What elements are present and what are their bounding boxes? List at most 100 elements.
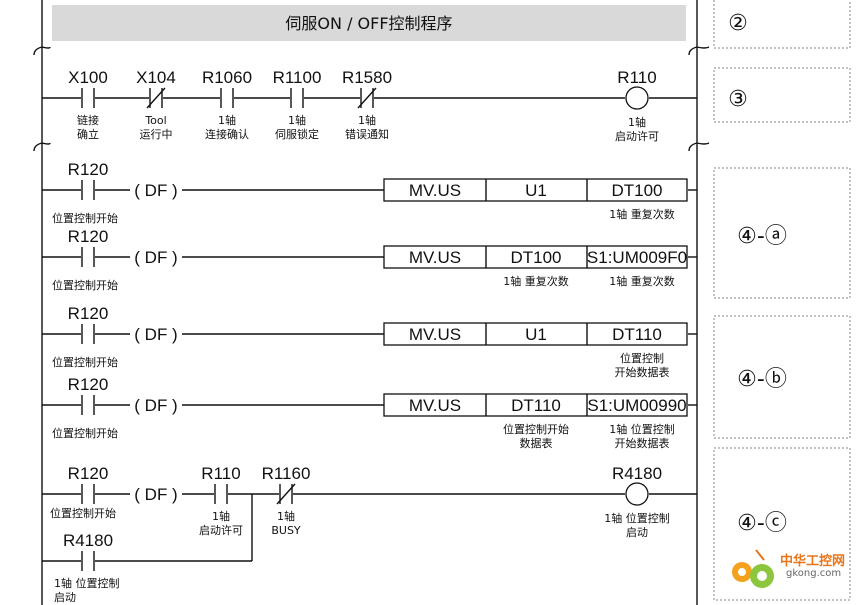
instruction-dst: S1:UM009F0: [587, 248, 687, 267]
df-bg: [130, 249, 182, 265]
contact-address: R120: [68, 375, 109, 394]
df-bg: [130, 182, 182, 198]
contact-comment: 启动: [54, 591, 76, 604]
coil-comment: 启动许可: [615, 130, 659, 143]
wire-gap: [290, 96, 304, 100]
instruction-dst: S1:UM00990: [587, 396, 686, 415]
contact-comment: 位置控制开始: [52, 426, 118, 440]
title-bar: [52, 5, 686, 41]
df-instruction: ( DF ): [134, 485, 177, 504]
contact-comment: 错误通知: [345, 127, 389, 141]
contact-comment: 确立: [77, 127, 99, 141]
contact-comment: 位置控制开始: [52, 355, 118, 369]
dst-comment: 1轴 位置控制: [609, 422, 675, 436]
contact-address: R110: [201, 464, 240, 483]
instruction-box: [383, 245, 688, 269]
step-box-4b: [713, 315, 851, 439]
contact-address: R1100: [273, 68, 322, 87]
rail-break-mark: [33, 46, 51, 56]
wire-gap: [81, 332, 95, 336]
src-comment: 数据表: [520, 436, 553, 450]
step-label-4b: ④-ⓑ: [737, 367, 787, 392]
dst-comment: 位置控制: [620, 351, 664, 365]
contact-address: R120: [68, 227, 109, 246]
contact-comment: 连接确认: [205, 128, 249, 141]
dst-comment: 1轴 重复次数: [609, 274, 675, 288]
df-instruction: ( DF ): [134, 248, 177, 267]
contact-address: R120: [68, 464, 109, 483]
dst-comment: 1轴 重复次数: [609, 207, 675, 221]
contact-comment: 1轴 位置控制: [54, 576, 120, 590]
df-bg: [130, 486, 182, 502]
rail-break-mark: [688, 142, 710, 152]
instruction-box: [383, 322, 688, 346]
coil-address: R110: [617, 68, 656, 87]
instruction-op: MV.US: [409, 325, 461, 344]
watermark-en: gkong.com: [786, 568, 842, 579]
df-bg: [130, 397, 182, 413]
contact-comment: 位置控制开始: [52, 278, 118, 292]
src-comment: 位置控制开始: [503, 422, 569, 436]
step-label-4c: ④-ⓒ: [737, 511, 787, 536]
df-bg: [130, 326, 182, 342]
contact-address: R120: [68, 304, 109, 323]
gear-logo-icon: [732, 549, 774, 588]
watermark-cn: 中华工控网: [780, 554, 846, 569]
coil-comment: 1轴 位置控制: [604, 511, 670, 525]
contact-comment: 位置控制开始: [52, 211, 118, 225]
contact-comment: 伺服锁定: [275, 127, 319, 141]
wire-gap: [81, 559, 95, 563]
contact-comment: BUSY: [271, 524, 301, 537]
contact-address: X100: [68, 68, 108, 87]
wire-gap: [81, 188, 95, 192]
contact-comment: 启动许可: [199, 524, 243, 537]
watermark: 中华工控网 gkong.com: [726, 546, 856, 598]
step-label-3: ③: [728, 87, 748, 112]
instruction-box: [383, 393, 688, 417]
instruction-op: MV.US: [409, 396, 461, 415]
step-box-2: [713, 0, 851, 49]
dst-comment: 开始数据表: [615, 365, 670, 379]
src-comment: 1轴 重复次数: [503, 274, 569, 288]
wire-gap: [81, 255, 95, 259]
contact-nc-slash: [146, 87, 166, 109]
contact-address: X104: [136, 68, 176, 87]
df-instruction: ( DF ): [134, 181, 177, 200]
instruction-box: [383, 178, 688, 202]
coil-comment: 启动: [626, 526, 648, 539]
contact-comment: 1轴: [212, 509, 230, 523]
contact-address: R1580: [342, 68, 392, 87]
contact-address: R1160: [262, 464, 311, 483]
coil: [625, 86, 649, 110]
df-instruction: ( DF ): [134, 325, 177, 344]
contact-nc-slash: [276, 483, 296, 505]
wire-gap: [81, 96, 95, 100]
program-title: 伺服ON / OFF控制程序: [285, 14, 452, 33]
coil-comment: 1轴: [628, 115, 646, 129]
coil-address: R4180: [612, 464, 662, 483]
step-label-2: ②: [728, 11, 748, 36]
dst-comment: 开始数据表: [615, 436, 670, 450]
contact-comment: 位置控制开始: [50, 506, 116, 520]
instruction-dst: DT110: [612, 325, 662, 344]
instruction-op: MV.US: [409, 248, 461, 267]
step-label-4a: ④-ⓐ: [737, 224, 787, 249]
contact-address: R120: [68, 160, 109, 179]
wire-gap: [214, 492, 228, 496]
contact-comment: 链接: [77, 113, 99, 127]
instruction-src: DT100: [510, 248, 561, 267]
step-box-4a: [713, 167, 851, 299]
contact-comment: 1轴: [218, 113, 236, 127]
instruction-src: U1: [525, 181, 547, 200]
contact-comment: 1轴: [277, 509, 295, 523]
wire-gap: [220, 96, 234, 100]
step-box-3: [713, 67, 851, 123]
contact-nc-slash: [357, 87, 377, 109]
wire-gap: [81, 403, 95, 407]
rail-break-mark: [33, 142, 51, 152]
instruction-src: U1: [525, 325, 547, 344]
df-instruction: ( DF ): [134, 396, 177, 415]
contact-comment: 运行中: [140, 128, 173, 141]
instruction-src: DT110: [511, 396, 561, 415]
